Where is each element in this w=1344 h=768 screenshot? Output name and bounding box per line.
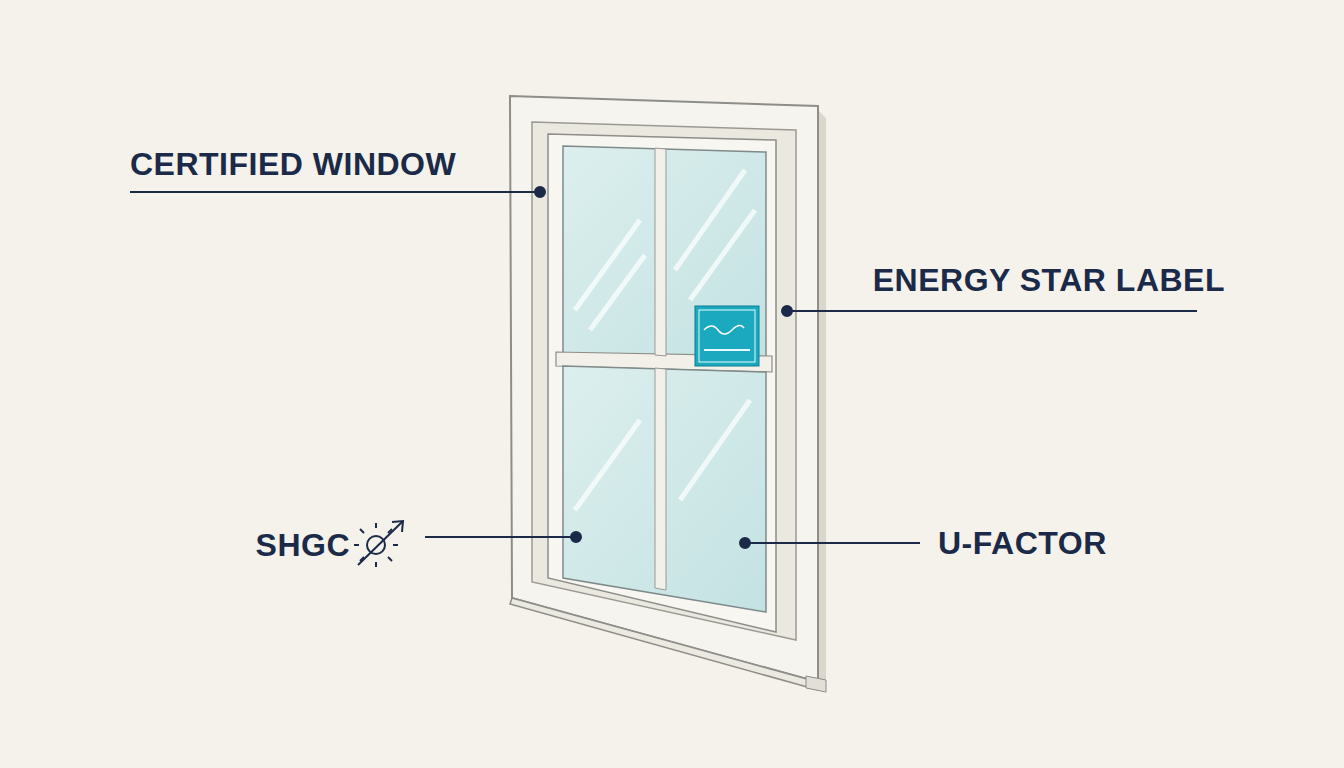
window-sill	[510, 598, 818, 690]
energy-star-sticker	[695, 306, 759, 366]
sun-icon	[354, 521, 403, 567]
sash	[548, 134, 776, 632]
callout-label: U-FACTOR	[938, 527, 1107, 559]
muntin	[655, 368, 666, 590]
frame-shadow	[818, 110, 826, 690]
lower-glass	[563, 366, 766, 612]
upper-glass	[563, 146, 766, 358]
leader-lines	[130, 187, 1197, 548]
callout-label: ENERGY STAR LABEL	[873, 264, 1225, 296]
outer-frame	[510, 96, 818, 682]
sill-end	[806, 676, 826, 692]
callout-label: SHGC	[256, 529, 350, 561]
inner-frame	[532, 122, 796, 640]
muntin	[655, 148, 666, 356]
callout-label: CERTIFIED WINDOW	[130, 148, 456, 180]
